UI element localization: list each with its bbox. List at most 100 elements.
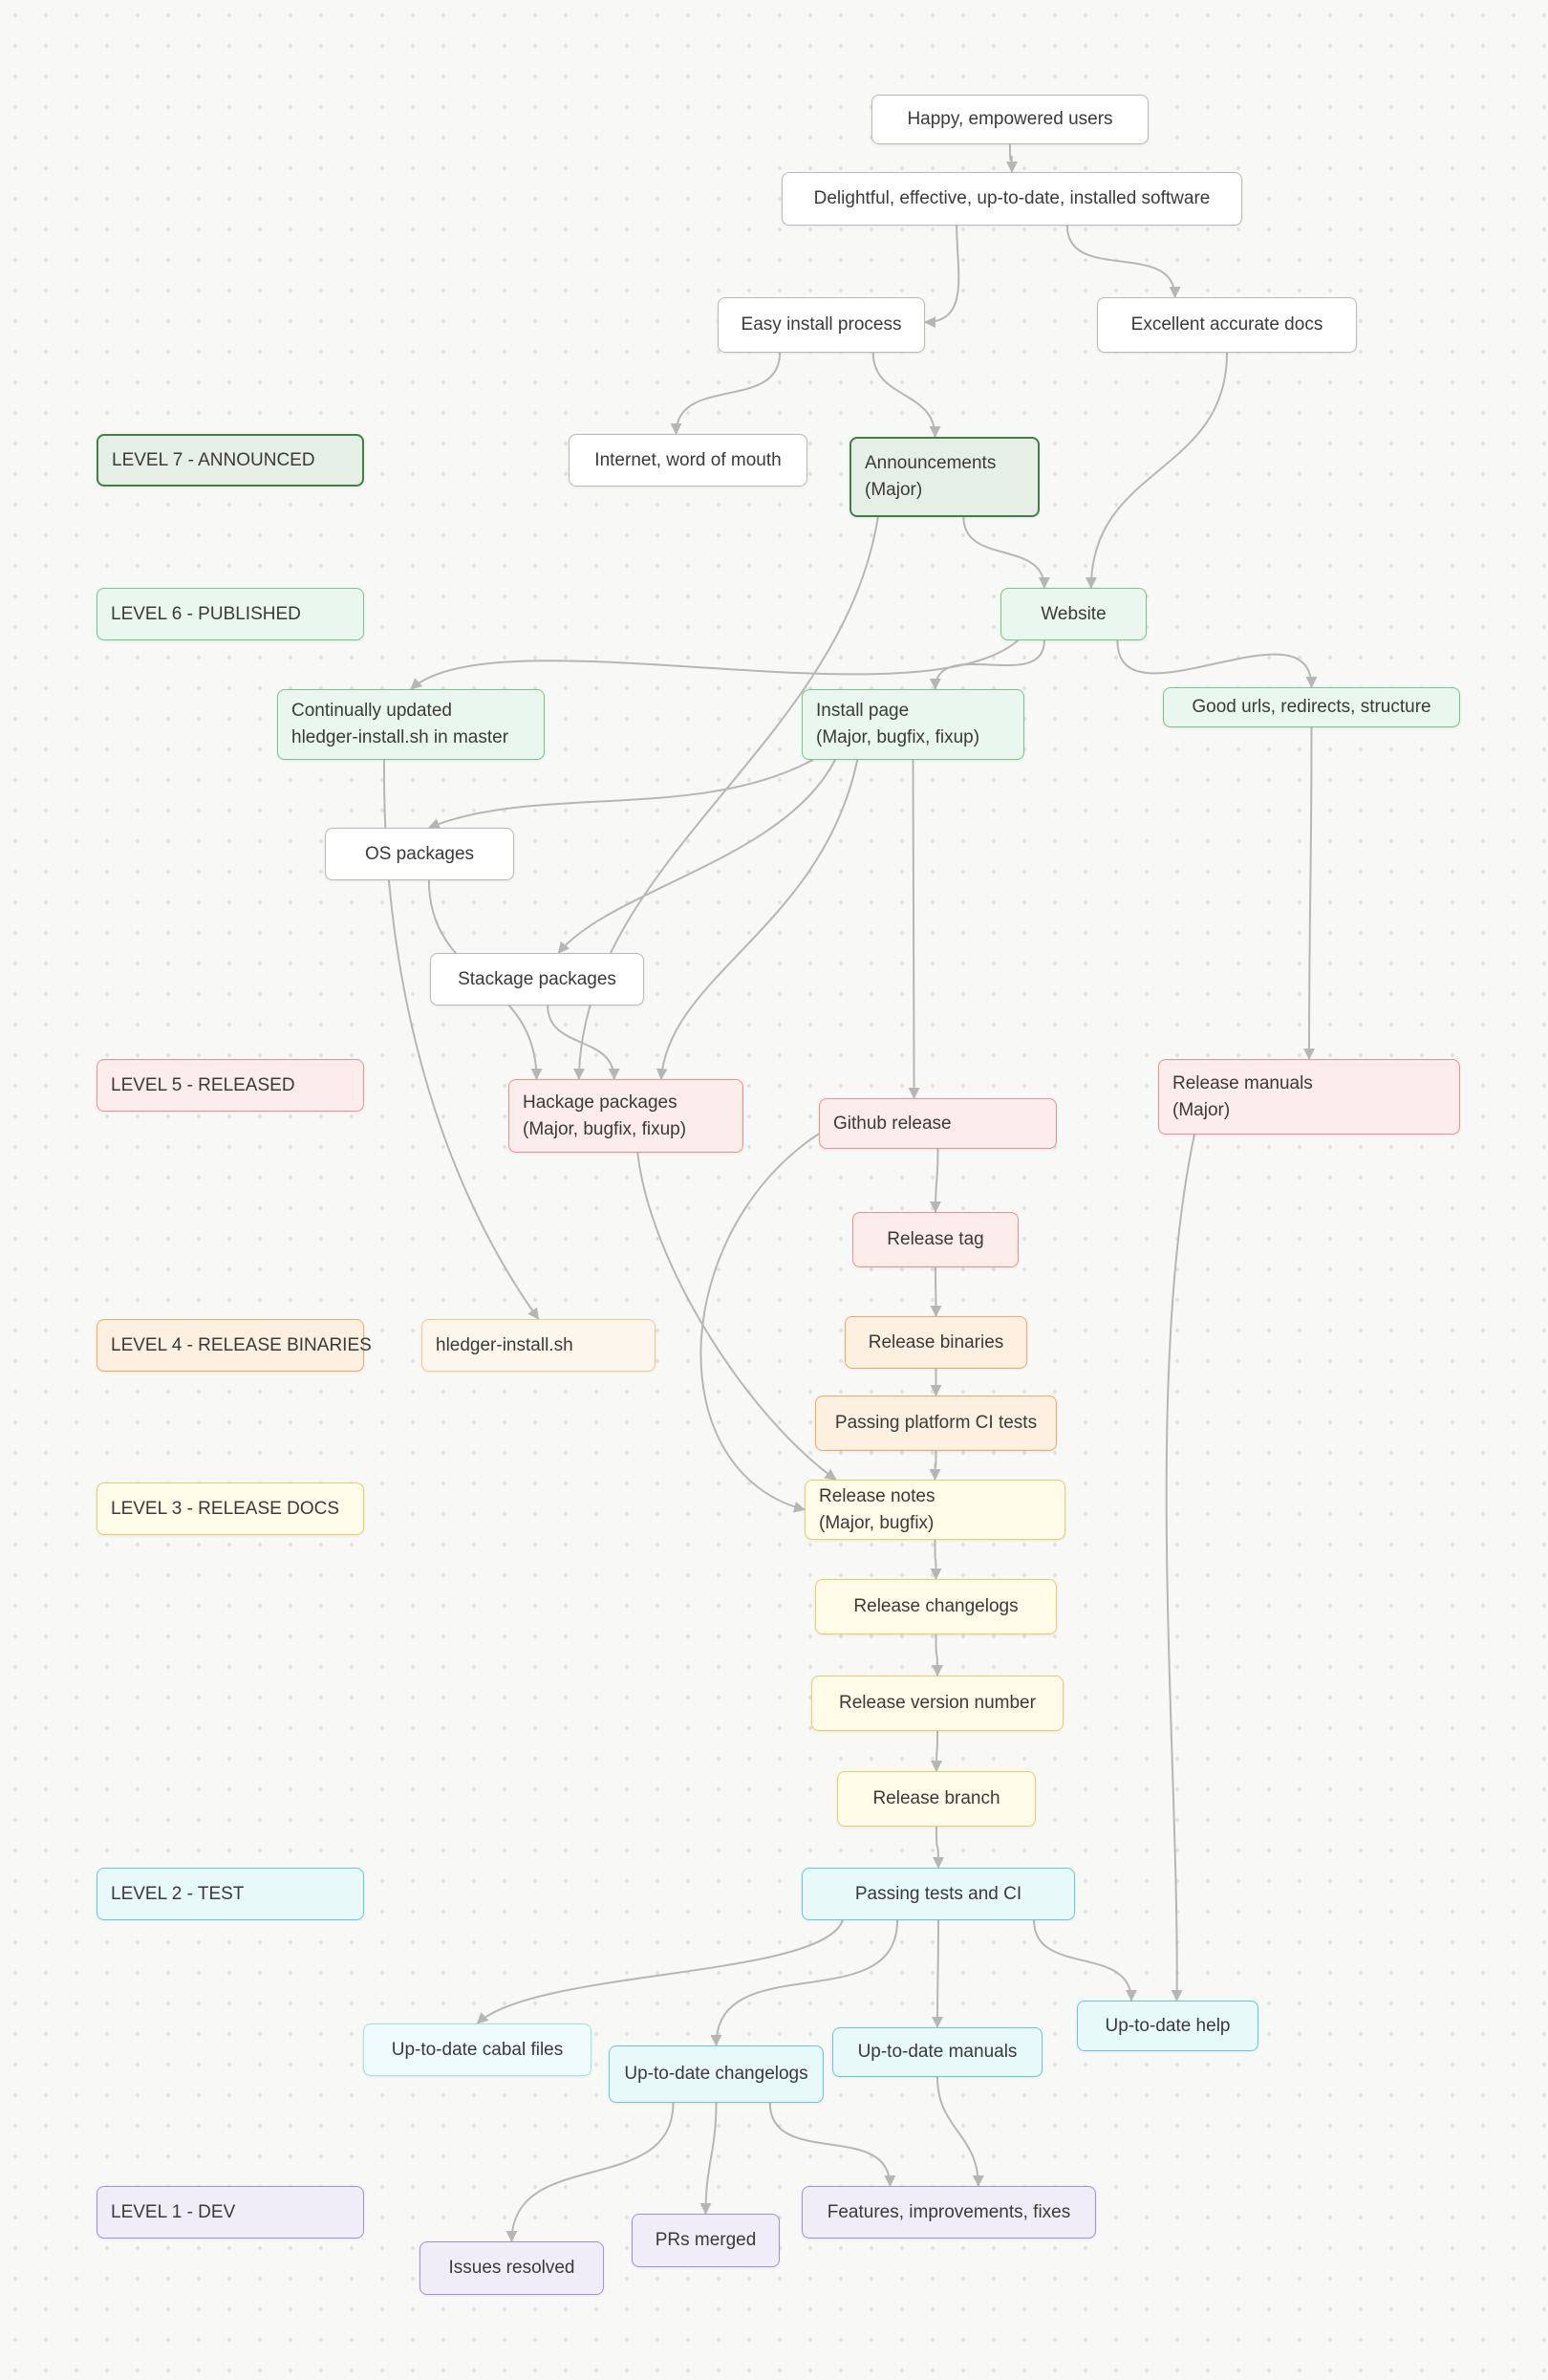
node-lv3: LEVEL 3 - RELEASE DOCS <box>97 1482 364 1535</box>
edge-citests-utdmanuals <box>932 1919 944 2028</box>
node-announce-label-1: (Major) <box>865 480 923 500</box>
node-stackage-label-0: Stackage packages <box>458 968 616 989</box>
node-lv5-label-0: LEVEL 5 - RELEASED <box>111 1074 295 1095</box>
node-relnotes-label-0: Release notes <box>819 1485 935 1506</box>
edge-utdmanuals-features <box>936 2076 984 2187</box>
node-ospkg: OS packages <box>325 828 514 880</box>
node-announce: Announcements (Major) <box>849 437 1040 517</box>
node-lv1-label-0: LEVEL 1 - DEV <box>111 2201 236 2222</box>
node-internet: Internet, word of mouth <box>569 434 807 487</box>
node-happy-label-0: Happy, empowered users <box>907 109 1113 130</box>
edge-changelogs-prs <box>699 2102 718 2215</box>
node-lv7: LEVEL 7 - ANNOUNCED <box>97 434 364 487</box>
node-docs-label-0: Excellent accurate docs <box>1130 314 1323 335</box>
node-lv6-label-0: LEVEL 6 - PUBLISHED <box>111 603 301 624</box>
node-relbin-label-0: Release binaries <box>868 1331 1004 1352</box>
node-announce-label-0: Announcements <box>865 453 997 474</box>
edge-hackage-relnotes <box>636 1152 837 1481</box>
node-docs: Excellent accurate docs <box>1097 297 1357 353</box>
node-lv6: LEVEL 6 - PUBLISHED <box>97 588 364 640</box>
edge-website-installpage <box>929 639 1045 690</box>
node-lv2-label-0: LEVEL 2 - TEST <box>111 1883 245 1904</box>
node-github-label-0: Github release <box>833 1113 952 1134</box>
node-continually-label-0: Continually updated <box>291 701 452 722</box>
node-easy: Easy install process <box>718 297 925 353</box>
node-lv4: LEVEL 4 - RELEASE BINARIES <box>97 1319 372 1372</box>
edge-cibin-relnotes <box>929 1450 941 1481</box>
node-happy: Happy, empowered users <box>871 95 1149 144</box>
edge-relver-relbr <box>931 1730 943 1772</box>
node-hinstall: hledger-install.sh <box>421 1319 656 1372</box>
node-utdmanuals: Up-to-date manuals <box>832 2027 1043 2077</box>
node-citests: Passing tests and CI <box>802 1868 1075 1920</box>
node-utdmanuals-label-0: Up-to-date manuals <box>857 2042 1018 2063</box>
edge-easy-announce <box>871 352 941 438</box>
node-website: Website <box>1000 588 1147 640</box>
edge-delightful-easy <box>924 225 960 329</box>
node-relver: Release version number <box>811 1676 1064 1731</box>
node-cabal: Up-to-date cabal files <box>363 2023 591 2076</box>
edge-installpage-hackage <box>656 759 859 1080</box>
node-lv1: LEVEL 1 - DEV <box>97 2186 364 2239</box>
edge-installpage-ospkg <box>427 759 814 830</box>
node-lv5: LEVEL 5 - RELEASED <box>97 1059 364 1112</box>
edge-website-continually <box>410 639 1020 690</box>
node-hackage: Hackage packages(Major, bugfix, fixup) <box>508 1079 743 1153</box>
node-github: Github release <box>819 1098 1057 1149</box>
node-features-label-0: Features, improvements, fixes <box>827 2201 1071 2222</box>
node-installpage-label-1: (Major, bugfix, fixup) <box>816 727 980 747</box>
edge-happy-delightful <box>1005 143 1018 173</box>
node-goodurls: Good urls, redirects, structure <box>1163 687 1460 727</box>
node-relch: Release changelogs <box>815 1579 1057 1634</box>
node-stackage: Stackage packages <box>430 953 644 1006</box>
edge-goodurls-manuals <box>1303 726 1316 1060</box>
edge-github-relnotes <box>699 1133 820 1513</box>
edge-changelogs-features <box>768 2102 896 2187</box>
edge-installpage-stackage <box>557 759 836 954</box>
node-prs-label-0: PRs merged <box>655 2230 757 2251</box>
node-ospkg-label-0: OS packages <box>364 843 475 864</box>
edge-docs-website <box>1085 352 1228 589</box>
edge-announce-website <box>962 516 1050 589</box>
node-relnotes-label-1: (Major, bugfix) <box>819 1512 935 1533</box>
node-lv2: LEVEL 2 - TEST <box>97 1868 364 1920</box>
node-relbr-label-0: Release branch <box>872 1788 1000 1809</box>
edge-relnotes-relch <box>930 1539 942 1580</box>
node-help-label-0: Up-to-date help <box>1105 2015 1231 2036</box>
edge-stackage-hackage <box>547 1005 620 1080</box>
edge-github-reltag <box>930 1148 942 1213</box>
node-lv3-label-0: LEVEL 3 - RELEASE DOCS <box>111 1498 340 1519</box>
node-cibin: Passing platform CI tests <box>815 1396 1057 1451</box>
node-lv7-label-0: LEVEL 7 - ANNOUNCED <box>112 449 315 470</box>
edge-easy-internet <box>670 352 782 435</box>
node-relver-label-0: Release version number <box>839 1693 1036 1714</box>
node-features: Features, improvements, fixes <box>802 2186 1096 2239</box>
node-reltag-label-0: Release tag <box>887 1229 984 1250</box>
edge-reltag-relbin <box>930 1266 942 1317</box>
node-website-label-0: Website <box>1041 603 1107 624</box>
node-easy-label-0: Easy install process <box>741 314 902 335</box>
node-changelogs-label-0: Up-to-date changelogs <box>624 2064 808 2085</box>
node-hackage-label-1: (Major, bugfix, fixup) <box>523 1118 687 1139</box>
node-lv4-label-0: LEVEL 4 - RELEASE BINARIES <box>111 1334 372 1355</box>
edge-manuals-help <box>1165 1134 1195 2001</box>
edge-citests-cabal <box>476 1919 844 2024</box>
node-delightful-label-0: Delightful, effective, up-to-date, insta… <box>813 188 1211 209</box>
node-installpage-label-0: Install page <box>816 701 910 722</box>
edge-delightful-docs <box>1065 225 1181 298</box>
node-manuals-label-1: (Major) <box>1172 1099 1231 1120</box>
edge-website-goodurls <box>1116 639 1318 688</box>
edge-citests-help <box>1033 1919 1137 2001</box>
edge-relbr-citests <box>932 1826 944 1869</box>
node-manuals-label-0: Release manuals <box>1172 1072 1313 1093</box>
node-cabal-label-0: Up-to-date cabal files <box>391 2039 564 2060</box>
node-installpage: Install page (Major, bugfix, fixup) <box>802 689 1024 760</box>
node-relbr: Release branch <box>837 1771 1036 1827</box>
node-issues: Issues resolved <box>419 2241 604 2295</box>
node-citests-label-0: Passing tests and CI <box>854 1883 1022 1904</box>
node-help: Up-to-date help <box>1077 2001 1258 2051</box>
node-reltag: Release tag <box>852 1212 1019 1267</box>
node-cibin-label-0: Passing platform CI tests <box>834 1413 1038 1434</box>
